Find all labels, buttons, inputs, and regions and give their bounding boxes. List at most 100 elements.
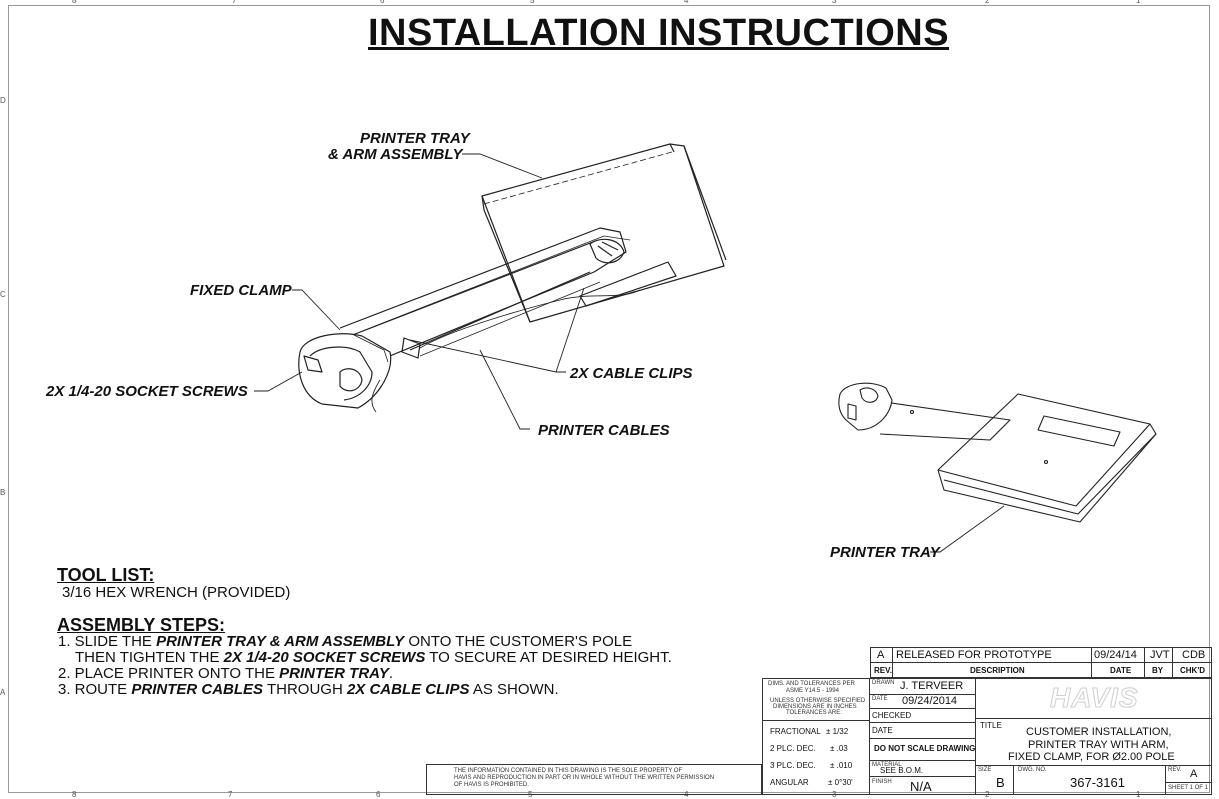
printer-tray-drawing xyxy=(838,382,1157,523)
drawn-date: 09/24/2014 xyxy=(902,695,958,707)
tolerance-angular-label: ANGULAR xyxy=(770,778,809,787)
callout-fixed-clamp: FIXED CLAMP xyxy=(190,282,292,299)
callout-printer-cables: PRINTER CABLES xyxy=(538,422,670,439)
tolerance-2plc-label: 2 PLC. DEC. xyxy=(770,744,816,753)
revision-description: RELEASED FOR PROTOTYPE xyxy=(896,649,1052,661)
zone-top-7: 7 xyxy=(232,0,237,5)
finish-value: N/A xyxy=(910,779,932,794)
callout-socket-screws: 2X 1/4-20 SOCKET SCREWS xyxy=(46,383,248,400)
dwg-no-label: DWG. NO. xyxy=(1018,767,1047,773)
proprietary-line-1: THE INFORMATION CONTAINED IN THIS DRAWIN… xyxy=(454,768,683,774)
zone-top-3: 3 xyxy=(832,0,837,5)
callout-cable-clips: 2X CABLE CLIPS xyxy=(570,365,693,382)
step-1-text-d: TO SECURE AT DESIRED HEIGHT. xyxy=(425,649,672,666)
sheet-number: SHEET 1 OF 1 xyxy=(1168,785,1208,791)
zone-left-d: D xyxy=(0,96,6,105)
zone-bottom-8: 8 xyxy=(72,790,77,799)
zone-top-2: 2 xyxy=(985,0,990,5)
drawing-title-line-3: FIXED CLAMP, FOR Ø2.00 POLE xyxy=(1008,751,1175,763)
checked-date-label: DATE xyxy=(872,726,893,735)
revision-letter: A xyxy=(877,649,885,661)
step-2-emphasis: PRINTER TRAY xyxy=(279,665,389,682)
rev-value: A xyxy=(1190,768,1198,780)
step-2-text-b: . xyxy=(388,665,394,682)
tolerance-3plc-value: ± .010 xyxy=(830,761,853,770)
step-1-text-c: THEN TIGHTEN THE xyxy=(75,649,224,666)
dwg-no-value: 367-3161 xyxy=(1070,775,1125,790)
tolerance-fractional-label: FRACTIONAL xyxy=(770,727,821,736)
revision-header-by: BY xyxy=(1152,666,1164,675)
revision-checked: CDB xyxy=(1182,649,1206,661)
zone-top-8: 8 xyxy=(72,0,77,5)
drawn-label: DRAWN xyxy=(872,680,895,686)
drawing-title-line-1: CUSTOMER INSTALLATION, xyxy=(1026,726,1172,738)
step-1-line-1: 1. SLIDE THE PRINTER TRAY & ARM ASSEMBLY… xyxy=(58,634,672,650)
zone-top-6: 6 xyxy=(380,0,385,5)
zone-top-1: 1 xyxy=(1136,0,1141,5)
havis-logo: HAVIS xyxy=(1050,682,1139,714)
proprietary-line-3: OF HAVIS IS PROHIBITED. xyxy=(454,782,529,788)
tool-list-item: 3/16 HEX WRENCH (PROVIDED) xyxy=(62,584,291,601)
tolerance-unless-3: TOLERANCES ARE: xyxy=(786,710,842,716)
revision-by: JVT xyxy=(1150,649,1170,661)
callout-printer-tray: PRINTER TRAY xyxy=(830,544,940,561)
revision-date: 09/24/14 xyxy=(1094,649,1137,661)
zone-bottom-6: 6 xyxy=(376,790,381,799)
leader-lines xyxy=(254,153,1005,553)
step-3: 3. ROUTE PRINTER CABLES THROUGH 2X CABLE… xyxy=(58,682,672,698)
step-3-text-c: AS SHOWN. xyxy=(469,681,559,698)
tolerance-2plc-value: ± .03 xyxy=(830,744,848,753)
step-3-emphasis-a: PRINTER CABLES xyxy=(131,681,264,698)
size-label: SIZE xyxy=(978,767,992,773)
tolerance-asme: ASME Y14.5 - 1994 xyxy=(786,688,839,694)
drawing-title-line-2: PRINTER TRAY WITH ARM, xyxy=(1028,739,1169,751)
checked-label: CHECKED xyxy=(872,711,912,720)
finish-label: FINISH xyxy=(872,779,892,785)
tolerance-angular-value: ± 0°30' xyxy=(828,778,853,787)
title-label: TITLE xyxy=(980,721,1002,730)
tolerance-3plc-label: 3 PLC. DEC. xyxy=(770,761,816,770)
page-title: INSTALLATION INSTRUCTIONS xyxy=(368,12,950,54)
zone-bottom-7: 7 xyxy=(228,790,233,799)
step-1-text-a: 1. SLIDE THE xyxy=(58,633,157,650)
proprietary-line-2: HAVIS AND REPRODUCTION IN PART OR IN WHO… xyxy=(454,775,715,781)
zone-left-c: C xyxy=(0,290,6,299)
rev-label: REV. xyxy=(1168,767,1182,773)
callout-tray-arm-line2: & ARM ASSEMBLY xyxy=(328,146,463,163)
drawn-date-label: DATE xyxy=(872,696,888,702)
proprietary-notice-box xyxy=(426,764,762,795)
material-label: MATERIAL xyxy=(872,762,902,768)
revision-header-rev: REV. xyxy=(874,666,892,675)
tolerance-dims: DIMS. AND TOLERANCES PER xyxy=(768,681,855,687)
revision-header-chkd: CHK'D xyxy=(1180,666,1206,675)
revision-header-date: DATE xyxy=(1110,666,1132,675)
zone-top-4: 4 xyxy=(684,0,689,5)
step-3-text-a: 3. ROUTE xyxy=(58,681,132,698)
zone-left-a: A xyxy=(0,688,6,697)
tool-list-heading: TOOL LIST: xyxy=(57,565,155,585)
zone-left-b: B xyxy=(0,488,6,497)
assembly-steps-heading: ASSEMBLY STEPS: xyxy=(57,615,226,635)
zone-top-5: 5 xyxy=(530,0,535,5)
tolerance-fractional-value: ± 1/32 xyxy=(826,727,849,736)
revision-header-description: DESCRIPTION xyxy=(970,666,1025,675)
material-value: SEE B.O.M. xyxy=(880,766,924,775)
step-1-line-2: THEN TIGHTEN THE 2X 1/4-20 SOCKET SCREWS… xyxy=(58,650,672,666)
step-2-text-a: 2. PLACE PRINTER ONTO THE xyxy=(58,665,280,682)
step-1-emphasis-a: PRINTER TRAY & ARM ASSEMBLY xyxy=(156,633,405,650)
do-not-scale-note: DO NOT SCALE DRAWING xyxy=(874,744,976,753)
tolerance-unless-1: UNLESS OTHERWISE SPECIFIED xyxy=(770,698,866,704)
drawing-border xyxy=(8,5,1210,793)
step-1-emphasis-b: 2X 1/4-20 SOCKET SCREWS xyxy=(223,649,426,666)
tray-arm-assembly-drawing xyxy=(298,143,727,413)
callout-tray-arm-line1: PRINTER TRAY xyxy=(360,130,470,147)
step-1-text-b: ONTO THE CUSTOMER'S POLE xyxy=(404,633,633,650)
step-3-text-b: THROUGH xyxy=(263,681,347,698)
step-2: 2. PLACE PRINTER ONTO THE PRINTER TRAY. xyxy=(58,666,672,682)
size-value: B xyxy=(996,775,1005,790)
tolerance-unless-2: DIMENSIONS ARE IN INCHES xyxy=(773,704,857,710)
callout-tray-arm: PRINTER TRAY xyxy=(360,130,470,147)
title-block xyxy=(762,678,1212,795)
